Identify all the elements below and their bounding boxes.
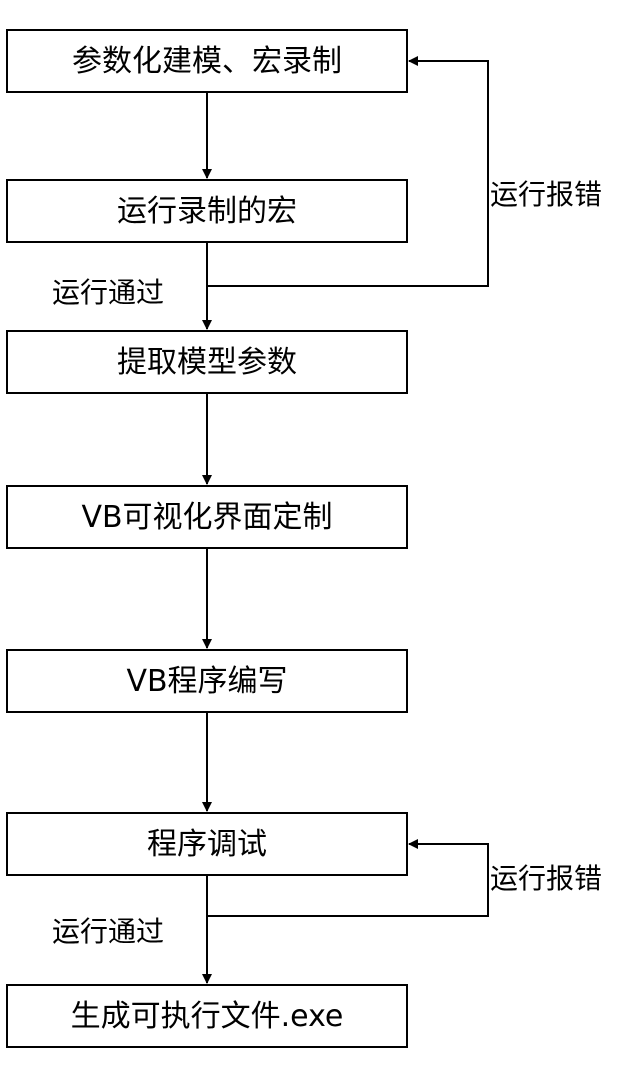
pass-label-2: 运行通过: [52, 915, 164, 948]
step-box-6: 程序调试: [6, 812, 408, 876]
step-label-2: 运行录制的宏: [117, 194, 297, 229]
step-label-6: 程序调试: [147, 827, 267, 862]
step-box-2: 运行录制的宏: [6, 179, 408, 243]
error-label-1: 运行报错: [490, 178, 602, 211]
step-label-1: 参数化建模、宏录制: [72, 44, 342, 79]
step-box-7: 生成可执行文件.exe: [6, 984, 408, 1048]
step-label-3: 提取模型参数: [117, 345, 297, 380]
step-box-5: VB程序编写: [6, 649, 408, 713]
step-label-7: 生成可执行文件.exe: [71, 999, 344, 1034]
step-label-5: VB程序编写: [126, 664, 287, 699]
feedback-arrow-2: [207, 839, 489, 917]
step-label-4: VB可视化界面定制: [81, 500, 332, 535]
step-box-4: VB可视化界面定制: [6, 485, 408, 549]
error-label-2: 运行报错: [490, 862, 602, 895]
feedback-arrow-1: [207, 56, 489, 287]
pass-label-1: 运行通过: [52, 276, 164, 309]
step-box-1: 参数化建模、宏录制: [6, 29, 408, 93]
step-box-3: 提取模型参数: [6, 330, 408, 394]
